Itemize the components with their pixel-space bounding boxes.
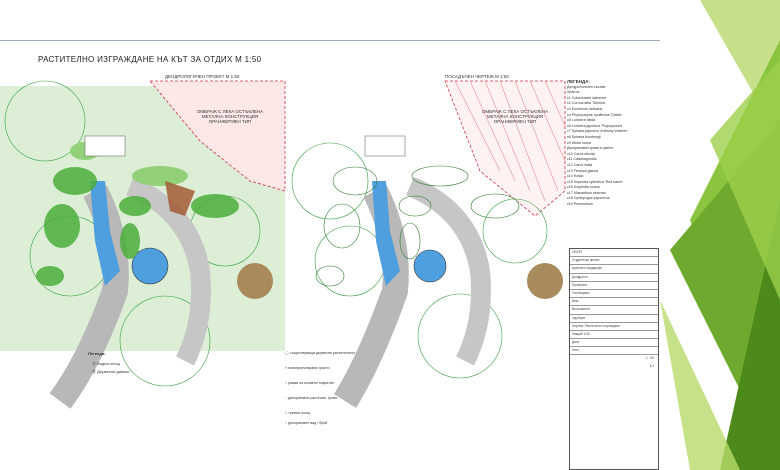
decorative-green-shapes — [660, 0, 780, 470]
tb-row: Проектант — [570, 282, 658, 290]
tb-row: Мащаб 1:50 — [570, 331, 658, 340]
shrubs-heading: Храсти: — [567, 90, 580, 95]
stone-path — [405, 176, 491, 366]
legend-item: с14 Hosta — [567, 174, 584, 179]
tb-row: Студентски проект — [570, 257, 658, 266]
bottom-legend-label: Дървесни дивачи — [97, 369, 130, 374]
symbol-label: съществуваща дървесна растителност — [290, 351, 356, 355]
water-channel — [372, 181, 400, 286]
planting-outlines — [315, 165, 520, 287]
legend-item: с4 Physocarpus opulifolius 'Diablo' — [567, 112, 623, 117]
tree-canopy — [4, 80, 86, 162]
symbol-legend-item: ● рамки на почвено покритие — [285, 381, 334, 385]
symbol-label: рамки на почвено покритие — [288, 381, 334, 385]
pond — [413, 249, 447, 283]
grasses-heading: Декоративни треви и цветя: — [567, 146, 614, 151]
symbol-label: тревна площ — [288, 411, 310, 415]
pond — [131, 247, 169, 285]
plant-legend: ЛЕГЕНДА: Дендрологичен състав: Храсти: с… — [567, 79, 657, 208]
pergola-zone — [444, 80, 566, 217]
tb-row: Дата — [570, 339, 658, 348]
sheet-title: РАСТИТЕЛНО ИЗГРАЖДАНЕ НА КЪТ ЗА ОТДИХ М … — [38, 55, 262, 64]
legend-item: с10 Carex elecita — [567, 151, 595, 156]
tb-sheet-no: 4.2 — [649, 363, 654, 368]
legend-item: с2 Cornus alba 'Sibirica' — [567, 101, 606, 106]
tb-row: Лист — [570, 347, 658, 356]
bottom-legend-title: Легенда: — [88, 351, 106, 356]
legend-item: с19 Pennisetum — [567, 202, 593, 207]
legend-item: с7 Spiraea japonica 'Anthony Waterer' — [567, 129, 628, 134]
symbol-legend-item: ■ тревна площ — [285, 411, 310, 415]
plan-left-label: ДЕНДРОЛОГИЧЕН ПРОЕКТ М 1:50 — [165, 74, 240, 79]
legend-item: с17 Miscanthus sinensis — [567, 190, 606, 195]
tb-row: Одобрил — [570, 315, 658, 323]
tb-scale: 1 : 50 — [646, 356, 654, 361]
pergola-hatching — [454, 80, 566, 202]
round-feature — [527, 263, 563, 299]
legend-item: с16 Kniphofia uvaria — [567, 185, 600, 190]
bottom-legend-label: Водна площ — [97, 361, 120, 366]
plan-right-label: ПОСАДЪЧЕН ЧЕРТЕЖ М 1:50 — [445, 74, 509, 79]
symbol-legend-item: ● новопроектирани храсти — [285, 366, 330, 370]
plan-right — [291, 80, 566, 408]
legend-item: с11 Calamagrostis — [567, 157, 597, 162]
legend-item: с13 Festuca glauca — [567, 168, 599, 173]
wood-deck — [165, 181, 195, 216]
shrub-masses — [36, 167, 239, 286]
tb-row: Чертеж: Растително изграждане — [570, 323, 658, 331]
symbol-label: новопроектирани храсти — [288, 366, 330, 370]
site-plans — [0, 80, 566, 409]
tb-row: Съгласувал — [570, 290, 658, 299]
legend-item: с6 Lonicera japonica 'Purpurpurea' — [567, 123, 623, 128]
legend-item: с1 Cotoneaster dammeri — [567, 95, 607, 100]
tb-row: Дендролог — [570, 274, 658, 282]
legend-title: ЛЕГЕНДА: — [567, 79, 590, 84]
symbol-label: декоративен вид / брой — [288, 421, 328, 425]
steps — [84, 135, 126, 157]
note-left: ОМБРАЖ С ЛЕКА ОСТЪКЛЕНА МЕТАЛНА КОНСТРУК… — [196, 109, 264, 124]
symbol-label: декоративни растения, треви — [288, 396, 338, 400]
legend-item: с8 Spiraea thunbergii — [567, 134, 601, 139]
note-right: ОМБРАЖ С ЛЕКА ОСТЪКЛЕНА МЕТАЛНА КОНСТРУК… — [481, 109, 549, 124]
bottom-legend-item: Ⓑ Дървесни дивачи — [92, 369, 130, 374]
tree-canopy — [291, 142, 369, 220]
tb-row: Възложител — [570, 306, 658, 315]
legend-item: с3 Euonimus radicans — [567, 106, 603, 111]
legend-item: с15 Imperata cylindrica 'Red baron' — [567, 179, 624, 184]
symbol-legend-item: ⌐ декоративен вид / брой — [285, 421, 328, 425]
symbol-legend-item: ◌ декоративни растения, треви — [285, 396, 338, 400]
legend-item: с9 Weka rosea — [567, 140, 591, 145]
legend-item: с12 Carex elata — [567, 162, 593, 167]
stone-path — [125, 176, 211, 366]
tree-canopy — [417, 293, 503, 379]
symbol-legend-item: ◯ съществуваща дървесна растителност — [285, 351, 356, 355]
tb-row: ОБЕКТ — [570, 249, 658, 258]
legend-item: с5 Lonicera nitida — [567, 118, 596, 123]
drawing-sheet: РАСТИТЕЛНО ИЗГРАЖДАНЕ НА КЪТ ЗА ОТДИХ М … — [0, 40, 660, 470]
water-channel — [90, 181, 120, 286]
tb-row: Архитект-ландшафт — [570, 265, 658, 274]
plan-left — [0, 80, 286, 409]
tree-canopy — [119, 295, 211, 387]
bottom-legend-item: Ⓐ Водна площ — [92, 361, 120, 366]
pergola-zone — [149, 80, 286, 192]
legend-subtitle: Дендрологичен състав: — [567, 84, 607, 89]
tb-row: Инж. — [570, 298, 658, 307]
round-feature — [237, 263, 273, 299]
legend-item: с18 Ophiopogon japonicus — [567, 196, 610, 201]
title-block: ОБЕКТ Студентски проект Архитект-ландшаф… — [569, 248, 659, 470]
steps — [364, 135, 406, 157]
